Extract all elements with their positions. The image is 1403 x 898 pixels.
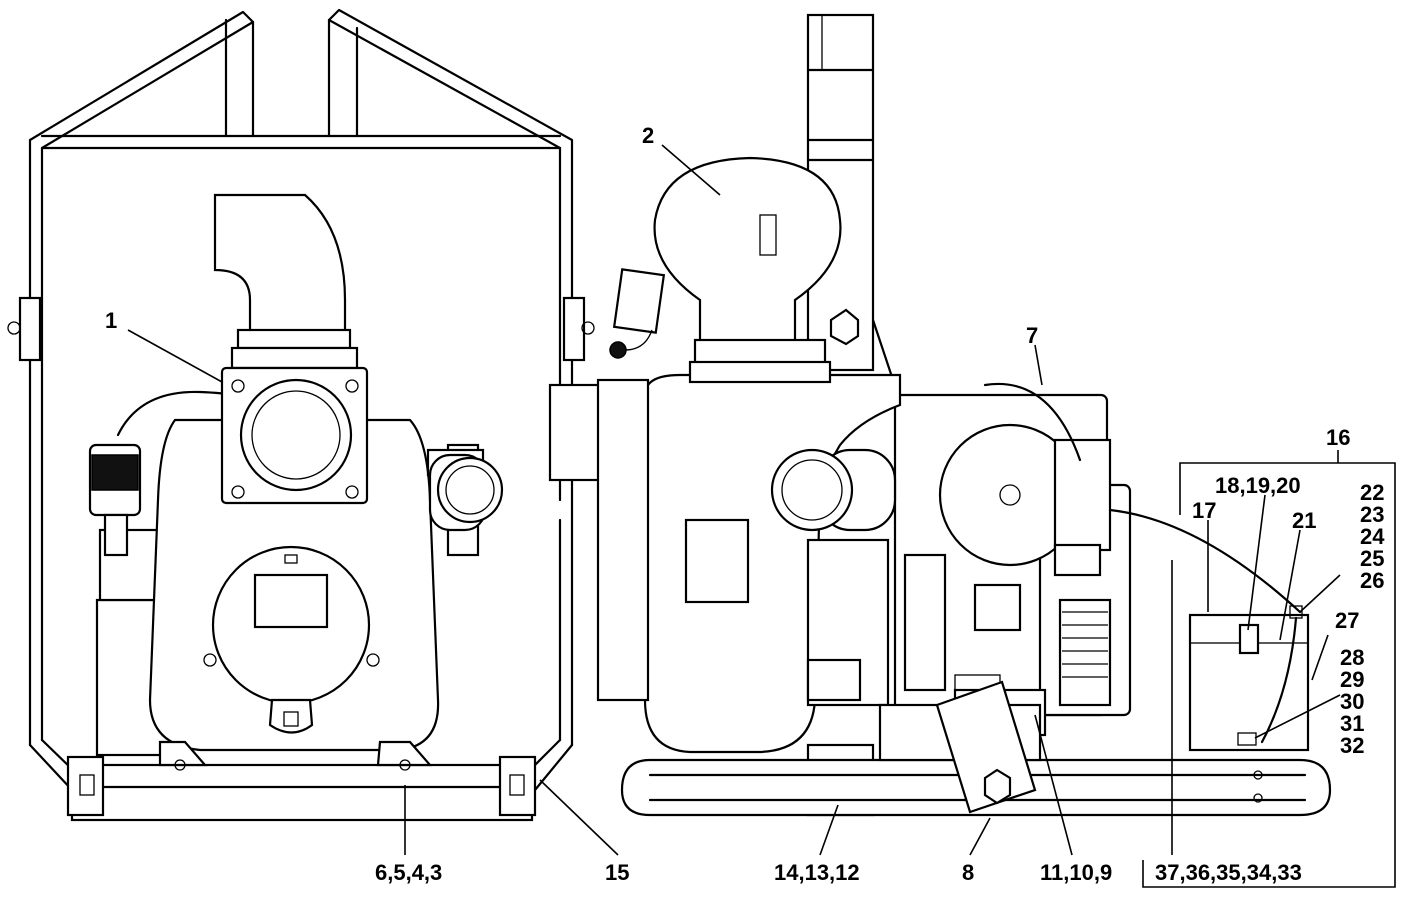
side-pump-casing xyxy=(548,156,902,754)
callout-29: 29 xyxy=(1340,667,1364,692)
callout-2: 2 xyxy=(642,123,654,148)
side-view xyxy=(548,13,1332,817)
callout-18-19-20: 18,19,20 xyxy=(1215,473,1301,498)
callout-37-36-35-34-33: 37,36,35,34,33 xyxy=(1155,860,1302,885)
callout-16: 16 xyxy=(1326,425,1350,450)
front-view xyxy=(7,8,595,822)
callout-25: 25 xyxy=(1360,546,1384,571)
callout-8: 8 xyxy=(962,860,974,885)
front-skid-base xyxy=(66,755,537,822)
callout-31: 31 xyxy=(1340,711,1364,736)
callout-14-13-12: 14,13,12 xyxy=(774,860,860,885)
leader-lines xyxy=(127,144,1341,856)
callout-27: 27 xyxy=(1335,608,1359,633)
callout-21: 21 xyxy=(1292,508,1316,533)
engine xyxy=(893,382,1302,737)
lifting-frame xyxy=(7,8,595,792)
callout-30: 30 xyxy=(1340,689,1364,714)
callout-23: 23 xyxy=(1360,502,1384,527)
callout-22: 22 xyxy=(1360,480,1384,505)
callout-17: 17 xyxy=(1192,498,1216,523)
callout-26: 26 xyxy=(1360,568,1384,593)
callout-1: 1 xyxy=(105,308,117,333)
callout-24: 24 xyxy=(1360,524,1385,549)
callout-28: 28 xyxy=(1340,645,1364,670)
side-skid-base xyxy=(620,674,1332,817)
front-side-port xyxy=(426,443,504,557)
callout-11-10-9: 11,10,9 xyxy=(1040,860,1112,885)
fuel-filter xyxy=(88,390,232,557)
callout-32: 32 xyxy=(1340,733,1364,758)
battery-box xyxy=(1188,605,1310,752)
callout-labels: 1 2 7 6,5,4,3 15 14,13,12 8 11,10,9 37,3… xyxy=(105,123,1385,885)
front-pump-casing xyxy=(148,193,440,771)
callout-7: 7 xyxy=(1026,323,1038,348)
group-bracket-16 xyxy=(1142,450,1396,888)
callout-6-5-4-3: 6,5,4,3 xyxy=(375,860,442,885)
callout-15: 15 xyxy=(605,860,629,885)
